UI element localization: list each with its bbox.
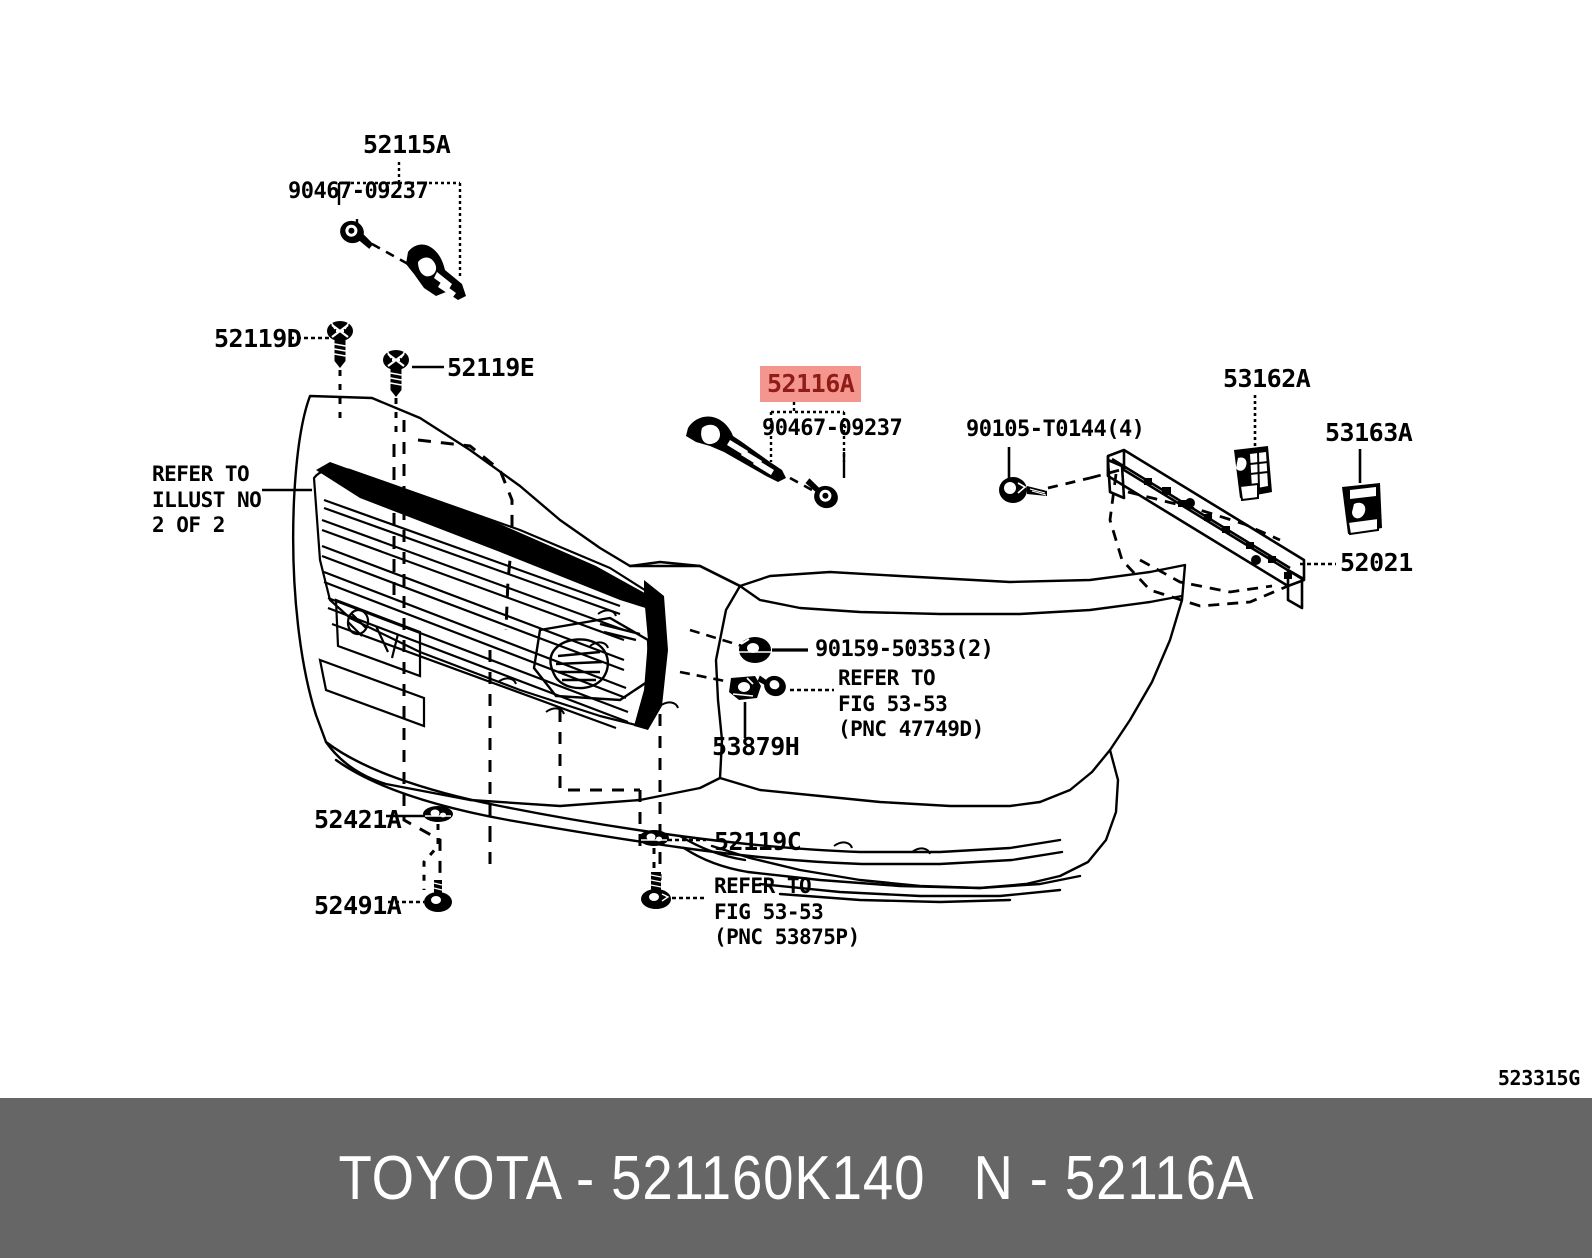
highlighted-part-label-52116a[interactable]: 52116A [760, 366, 862, 402]
label-52421a: 52421A [314, 805, 402, 834]
label-90467-09237-top: 90467-09237 [288, 179, 429, 204]
label-refer-to-fig-53875p: REFER TO FIG 53-53 (PNC 53875P) [714, 874, 860, 950]
label-90159-50353: 90159-50353(2) [815, 637, 994, 662]
label-90105-t0144: 90105-T0144(4) [966, 417, 1145, 442]
label-52491a: 52491A [314, 891, 402, 920]
label-52119c: 52119C [714, 827, 802, 856]
label-52119e: 52119E [447, 353, 535, 382]
label-53163a: 53163A [1325, 418, 1413, 447]
label-53879h: 53879H [712, 732, 800, 761]
figure-code: 523315G [1497, 1066, 1580, 1090]
label-refer-to-illust-no: REFER TO ILLUST NO 2 OF 2 [152, 462, 262, 538]
label-52119d: 52119D [214, 324, 302, 353]
label-53162a: 53162A [1223, 364, 1311, 393]
label-52021: 52021 [1340, 548, 1413, 577]
footer-part-number-text: TOYOTA - 521160K140 N - 52116A [338, 1143, 1254, 1213]
label-52115a: 52115A [363, 130, 451, 159]
label-refer-to-fig-47749d: REFER TO FIG 53-53 (PNC 47749D) [838, 666, 984, 742]
footer-banner: TOYOTA - 521160K140 N - 52116A [0, 1098, 1592, 1258]
label-90467-09237-mid: 90467-09237 [762, 416, 903, 441]
